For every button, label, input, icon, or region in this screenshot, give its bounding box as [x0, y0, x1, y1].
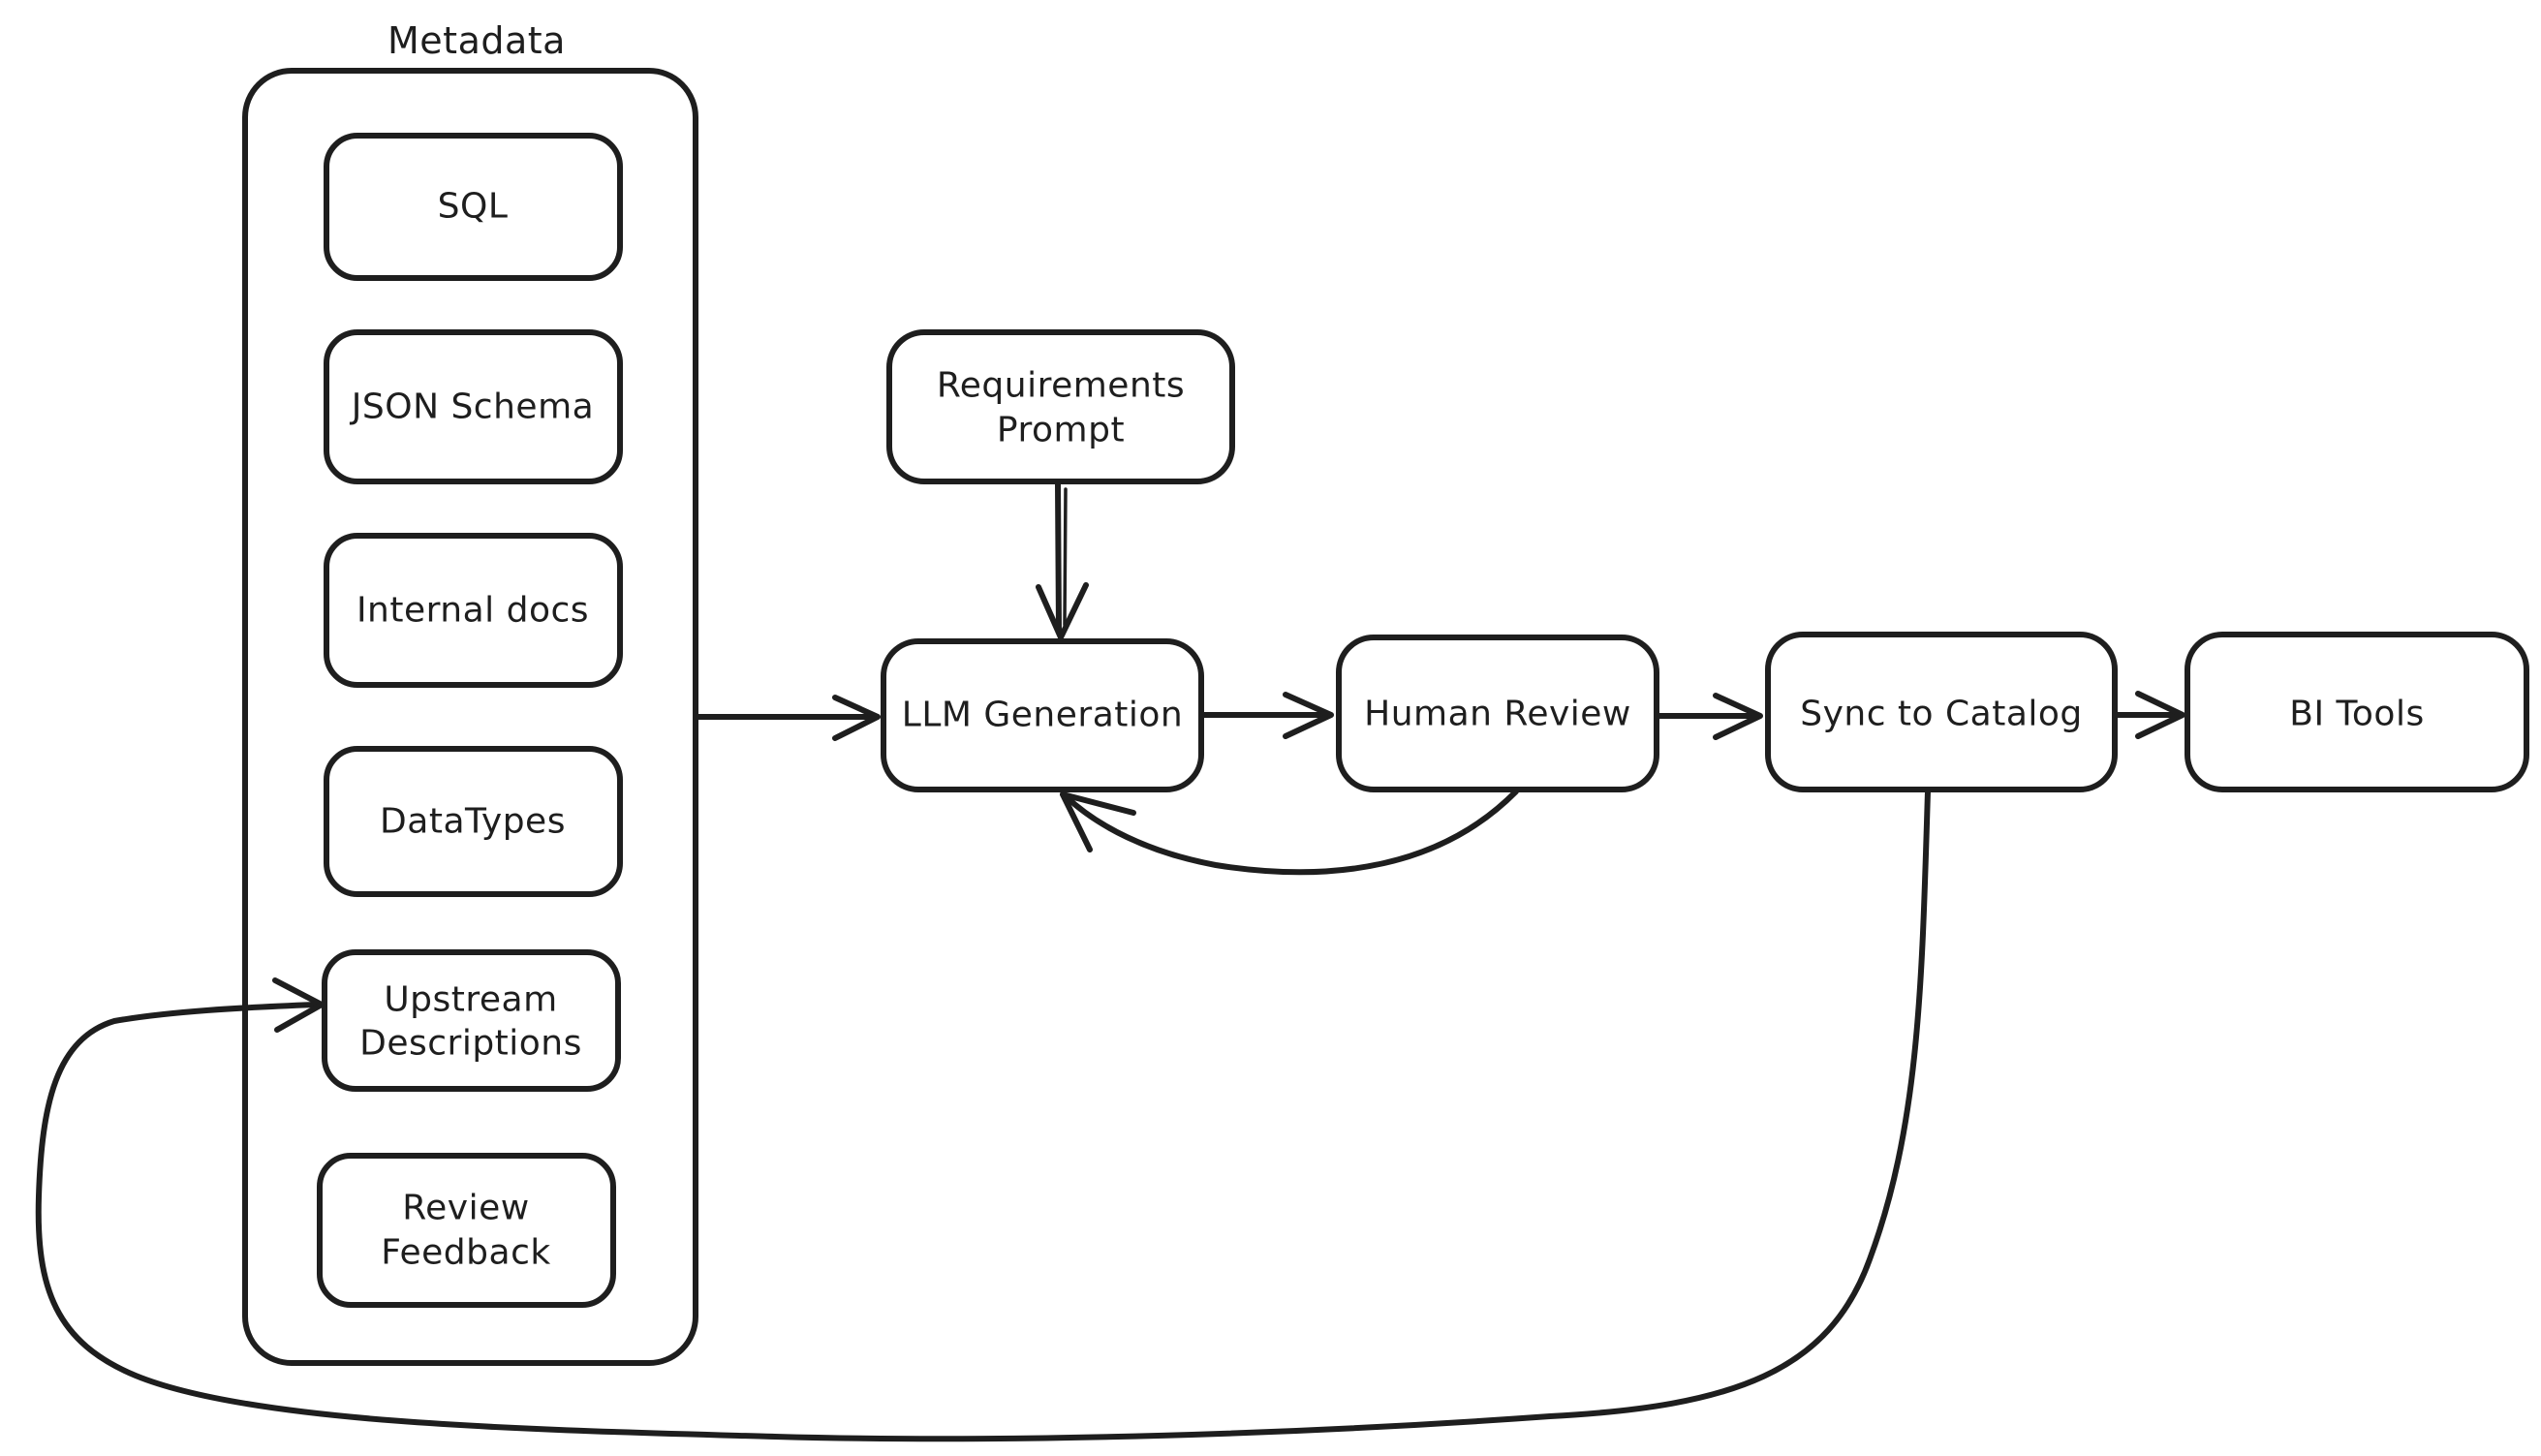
node-requirements-prompt-label-line1: Requirements — [937, 366, 1185, 406]
metadata-group-label: Metadata — [387, 19, 566, 62]
edges-layer — [35, 481, 2185, 1442]
node-llm-generation: LLM Generation — [881, 638, 1204, 792]
node-datatypes-label: DataTypes — [380, 802, 566, 842]
edge-requirements-to-llm — [1036, 481, 1089, 640]
node-internal-docs-box — [324, 533, 623, 688]
node-review-feedback-label-line1: Review — [402, 1189, 529, 1228]
node-human-review-box — [1336, 635, 1659, 792]
edge-sync-to-upstream-feedback — [35, 789, 1931, 1442]
node-upstream-descriptions-box — [322, 949, 621, 1092]
node-bi-tools-label: BI Tools — [2289, 695, 2424, 734]
node-requirements-prompt-label-line2: Prompt — [997, 411, 1125, 450]
node-review-feedback: Review Feedback — [317, 1153, 616, 1308]
edge-human-review-to-llm-feedback — [1060, 789, 1519, 876]
edge-human-review-to-sync — [1656, 693, 1763, 740]
node-upstream-descriptions-label-line1: Upstream — [384, 980, 557, 1020]
node-json-schema-label: JSON Schema — [350, 387, 594, 427]
node-internal-docs: Internal docs — [324, 533, 623, 688]
node-human-review-label: Human Review — [1364, 695, 1631, 734]
node-sync-to-catalog-label: Sync to Catalog — [1800, 695, 2083, 734]
edge-llm-to-human-review — [1201, 692, 1334, 739]
node-review-feedback-box — [317, 1153, 616, 1308]
node-json-schema-box — [324, 329, 623, 484]
node-sync-to-catalog-box — [1765, 632, 2118, 792]
node-json-schema: JSON Schema — [324, 329, 623, 484]
node-bi-tools: BI Tools — [2185, 632, 2529, 792]
node-upstream-descriptions: Upstream Descriptions — [322, 949, 621, 1092]
edge-sync-to-bi-tools — [2115, 691, 2185, 739]
node-llm-generation-box — [881, 638, 1204, 792]
node-requirements-prompt: Requirements Prompt — [886, 329, 1235, 484]
node-sql-box — [324, 133, 623, 281]
node-upstream-descriptions-label-line2: Descriptions — [359, 1024, 582, 1064]
node-datatypes-box — [324, 746, 623, 897]
edge-metadata-to-llm — [693, 695, 881, 741]
node-sql-label: SQL — [438, 187, 509, 227]
node-datatypes: DataTypes — [324, 746, 623, 897]
node-internal-docs-label: Internal docs — [356, 591, 589, 631]
node-bi-tools-box — [2185, 632, 2529, 792]
node-sql: SQL — [324, 133, 623, 281]
node-human-review: Human Review — [1336, 635, 1659, 792]
node-review-feedback-label-line2: Feedback — [381, 1233, 550, 1273]
node-sync-to-catalog: Sync to Catalog — [1765, 632, 2118, 792]
node-llm-generation-label: LLM Generation — [902, 696, 1183, 735]
node-requirements-prompt-box — [886, 329, 1235, 484]
